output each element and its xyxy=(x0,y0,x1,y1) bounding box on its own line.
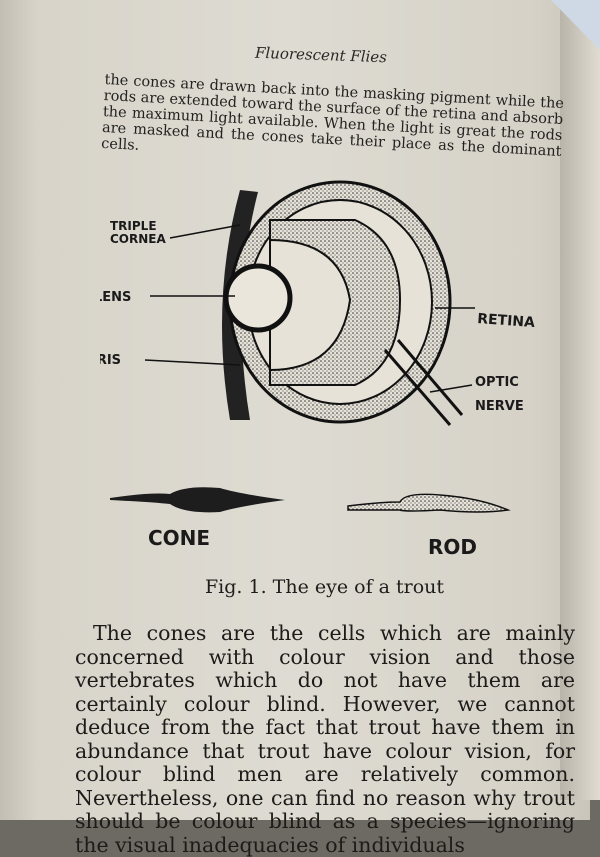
figure-caption: Fig. 1. The eye of a trout xyxy=(205,576,445,598)
body-paragraph: The cones are the cells which are mainly… xyxy=(75,621,575,857)
label-cone: CONE xyxy=(148,526,210,550)
label-triple: TRIPLE xyxy=(110,219,157,233)
label-lens: LENS xyxy=(100,290,131,305)
facing-page-edge xyxy=(560,0,600,800)
label-cornea: CORNEA xyxy=(110,232,166,246)
rod-cell-drawing xyxy=(347,493,511,513)
eye-drawing xyxy=(222,180,464,426)
label-optic: OPTIC xyxy=(475,375,519,390)
label-iris: IRIS xyxy=(100,353,121,368)
label-lines xyxy=(144,224,475,393)
label-retina: RETINA xyxy=(477,311,536,331)
label-nerve: NERVE xyxy=(475,399,524,414)
eye-diagram: TRIPLE CORNEA LENS IRIS RETINA OPTIC NER… xyxy=(100,180,536,559)
label-rod: ROD xyxy=(428,535,477,559)
cone-cell-drawing xyxy=(110,487,285,513)
